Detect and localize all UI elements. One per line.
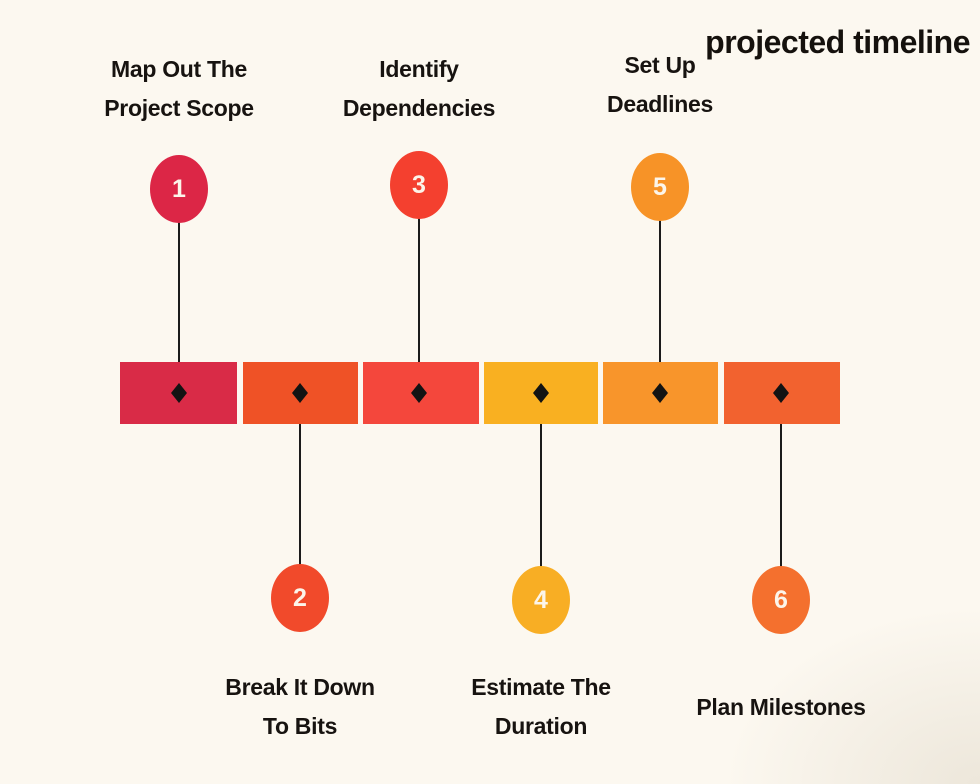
diamond-anchor-icon	[773, 383, 789, 403]
connector-line	[780, 393, 782, 568]
step-number: 6	[774, 585, 788, 614]
diamond-anchor-icon	[292, 383, 308, 403]
step-label-5: Set Up Deadlines	[607, 52, 713, 118]
connector-line	[659, 219, 661, 393]
step-label-4: Estimate The Duration	[471, 674, 611, 740]
diamond-anchor-icon	[652, 383, 668, 403]
step-label-1: Map Out The Project Scope	[104, 56, 254, 122]
connector-line	[178, 221, 180, 393]
step-number: 1	[172, 174, 186, 203]
page-title: projected timeline	[705, 24, 970, 60]
step-label-6: Plan Milestones	[696, 694, 866, 720]
step-number: 4	[534, 585, 548, 614]
diamond-anchor-icon	[533, 383, 549, 403]
step-number-badge: 2	[271, 564, 329, 632]
step-number-badge: 5	[631, 153, 689, 221]
step-number: 3	[412, 170, 426, 199]
step-number-badge: 1	[150, 155, 208, 223]
connector-line	[540, 393, 542, 568]
step-label-2: Break It Down To Bits	[225, 674, 375, 740]
connector-line	[299, 393, 301, 566]
step-label-3: Identify Dependencies	[342, 56, 496, 122]
step-number-badge: 4	[512, 566, 570, 634]
step-number-badge: 6	[752, 566, 810, 634]
step-number: 5	[653, 172, 667, 201]
diamond-anchor-icon	[411, 383, 427, 403]
diamond-anchor-icon	[171, 383, 187, 403]
connector-line	[418, 217, 420, 393]
step-number-badge: 3	[390, 151, 448, 219]
step-number: 2	[293, 583, 307, 612]
